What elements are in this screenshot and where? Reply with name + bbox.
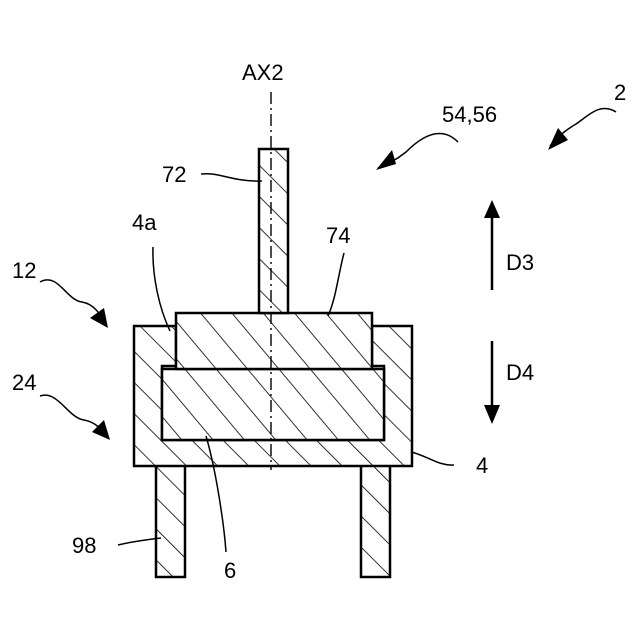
leg-right (361, 462, 390, 577)
arrowhead-24 (92, 420, 110, 440)
label-inner-element: 6 (224, 558, 236, 583)
label-axis: AX2 (242, 60, 284, 85)
arrowhead-12 (90, 308, 108, 328)
inner-element (162, 369, 384, 440)
upper-element (176, 313, 372, 369)
label-direction-down: D4 (506, 360, 534, 385)
arrowhead-54-56 (376, 150, 396, 170)
leader-98 (118, 538, 161, 545)
label-module: 12 (12, 258, 36, 283)
leader-4 (411, 452, 454, 465)
label-leg: 98 (72, 533, 96, 558)
label-case: 4 (476, 453, 488, 478)
label-pin-top: 72 (162, 162, 186, 187)
label-group: 54,56 (442, 102, 497, 127)
label-direction-up: D3 (506, 250, 534, 275)
label-case-step: 4a (132, 210, 157, 235)
label-element-top: 74 (326, 223, 350, 248)
leader-74 (328, 253, 344, 316)
leader-4a (153, 247, 170, 331)
top-pin (259, 149, 288, 313)
arrow-up-icon (484, 200, 500, 290)
label-base-assembly: 24 (12, 370, 36, 395)
label-assembly: 2 (614, 80, 626, 105)
leg-left (156, 462, 185, 577)
leader-72 (201, 174, 262, 181)
arrow-down-icon (484, 341, 500, 424)
